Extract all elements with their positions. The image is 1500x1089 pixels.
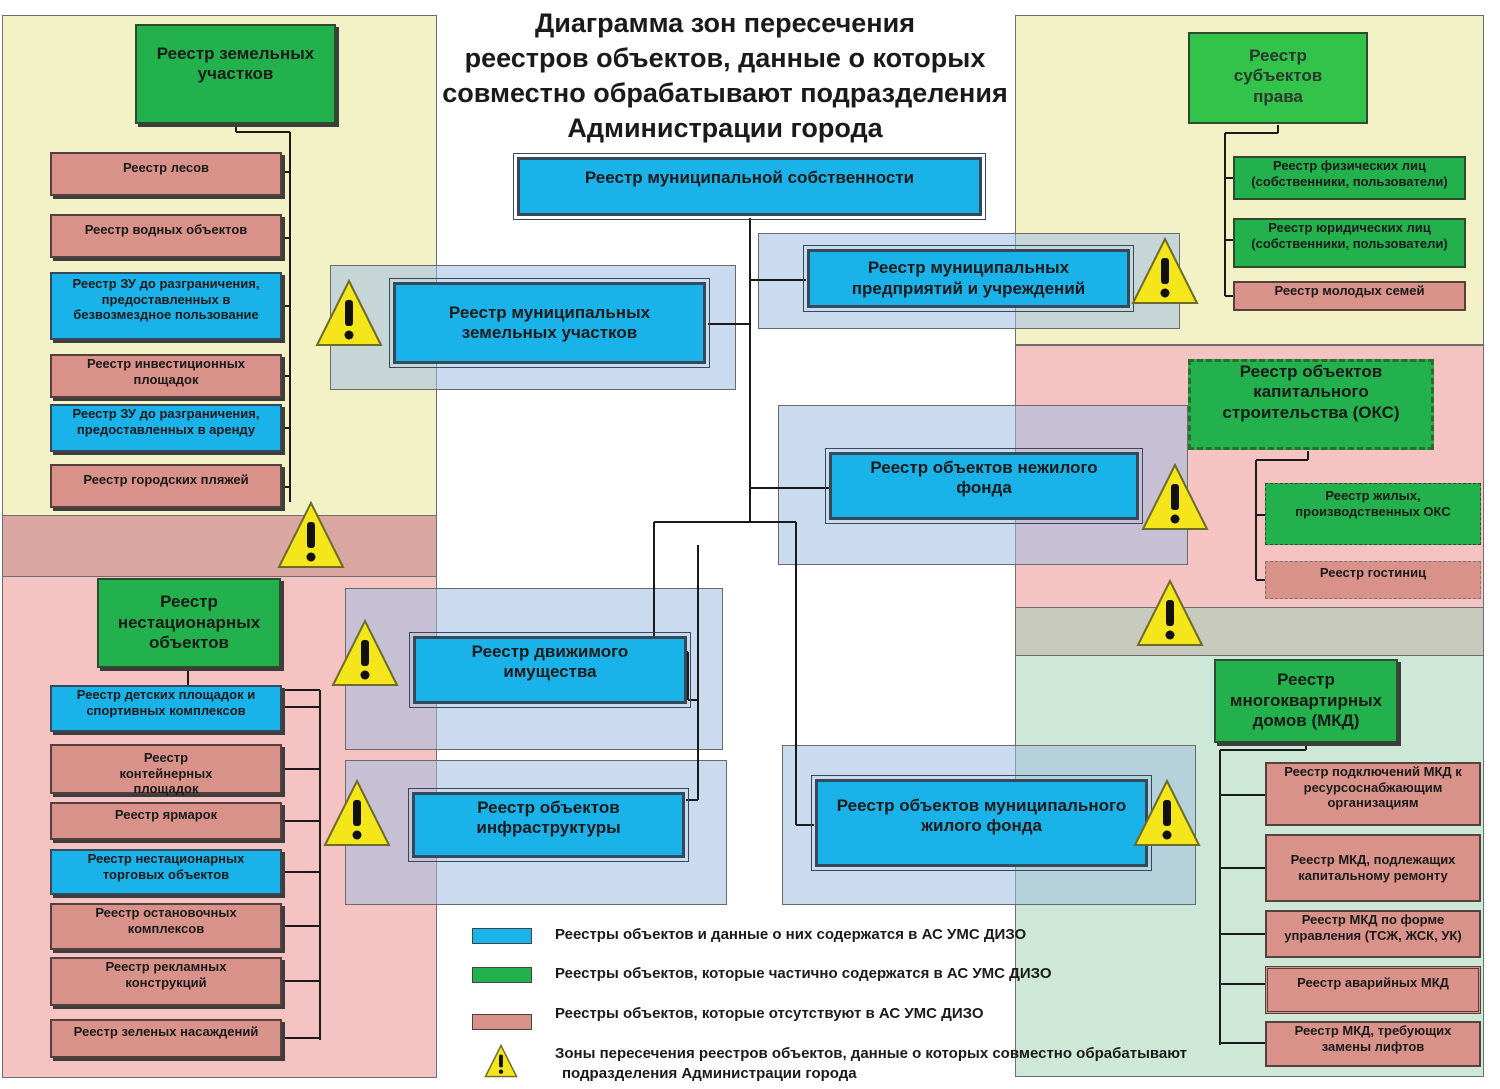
land-plots-item-1: Реестр водных объектов — [50, 214, 282, 258]
subjects-item-2: Реестр молодых семей — [1233, 281, 1466, 311]
municipal-property-box: Реестр муниципальной собственности — [513, 153, 986, 220]
land-plots-item-3: Реестр инвестиционных площадок — [50, 354, 282, 398]
subjects-item-1: Реестр юридических лиц (собственники, по… — [1233, 218, 1466, 268]
title-line-4: Администрации города — [567, 113, 883, 144]
nonstationary-item-5: Реестр рекламных конструкций — [50, 957, 282, 1006]
zone-overlap-left — [2, 515, 437, 578]
warning-icon — [331, 618, 399, 686]
warning-icon — [1136, 578, 1204, 646]
mkd-header: Реестр многоквартирных домов (МКД) — [1214, 659, 1398, 743]
land-plots-header: Реестр земельных участков — [135, 24, 336, 124]
land-plots-item-5: Реестр городских пляжей — [50, 464, 282, 508]
movable-property-box: Реестр движимого имущества — [409, 632, 691, 708]
zone-overlap-right — [1015, 607, 1484, 657]
infrastructure-box: Реестр объектов инфраструктуры — [408, 788, 689, 862]
nonstationary-header: Реестр нестационарных объектов — [97, 578, 281, 668]
warning-icon — [323, 778, 391, 846]
land-plots-item-2: Реестр ЗУ до разграничения, предоставлен… — [50, 272, 282, 340]
warning-icon — [1141, 462, 1209, 530]
diagram-title: Диаграмма зон пересечения реестров объек… — [400, 6, 1050, 146]
municipal-housing-box: Реестр объектов муниципального жилого фо… — [811, 775, 1152, 871]
legend-text-pink: Реестры объектов, которые отсутствуют в … — [555, 1005, 984, 1022]
subjects-header: Реестр субъектов права — [1188, 32, 1368, 124]
nonstationary-item-0: Реестр детских площадок и спортивных ком… — [50, 685, 282, 732]
title-line-3: совместно обрабатывают подразделения — [442, 78, 1008, 109]
warning-icon — [1131, 236, 1199, 304]
legend-swatch-green — [472, 967, 532, 983]
nonstationary-item-2: Реестр ярмарок — [50, 802, 282, 840]
oks-item-1: Реестр гостиниц — [1265, 561, 1481, 599]
municipal-enterprises-box: Реестр муниципальных предприятий и учреж… — [803, 245, 1134, 312]
legend-warning-icon — [484, 1044, 518, 1078]
legend-swatch-blue — [472, 928, 532, 944]
mkd-item-0: Реестр подключений МКД к ресурсоснабжающ… — [1265, 762, 1481, 826]
legend-text-blue: Реестры объектов и данные о них содержат… — [555, 926, 1027, 943]
land-plots-item-4: Реестр ЗУ до разграничения, предоставлен… — [50, 404, 282, 452]
mkd-item-4: Реестр МКД, требующих замены лифтов — [1265, 1021, 1481, 1067]
subjects-item-0: Реестр физических лиц (собственники, пол… — [1233, 156, 1466, 200]
legend-text-green: Реестры объектов, которые частично содер… — [555, 965, 1052, 982]
oks-item-0: Реестр жилых, производственных ОКС — [1265, 483, 1481, 545]
title-line-2: реестров объектов, данные о которых — [464, 43, 986, 74]
land-plots-item-0: Реестр лесов — [50, 152, 282, 196]
legend-text-warning-1: Зоны пересечения реестров объектов, данн… — [555, 1045, 1188, 1062]
warning-icon — [1133, 778, 1201, 846]
nonresidential-box: Реестр объектов нежилого фонда — [825, 448, 1143, 524]
warning-icon — [277, 500, 345, 568]
nonstationary-item-3: Реестр нестационарных торговых объектов — [50, 849, 282, 895]
mkd-item-2: Реестр МКД по форме управления (ТСЖ, ЖСК… — [1265, 910, 1481, 958]
mkd-item-3: Реестр аварийных МКД — [1265, 966, 1481, 1014]
legend-text-warning-2: подразделения Администрации города — [562, 1065, 857, 1082]
nonstationary-item-1: Реестр контейнерных площадок — [50, 744, 282, 796]
mkd-item-1: Реестр МКД, подлежащих капитальному ремо… — [1265, 834, 1481, 902]
legend-swatch-pink — [472, 1014, 532, 1030]
municipal-land-box: Реестр муниципальных земельных участков — [389, 278, 710, 368]
oks-header: Реестр объектов капитального строительст… — [1188, 359, 1434, 450]
nonstationary-item-6: Реестр зеленых насаждений — [50, 1019, 282, 1058]
warning-icon — [315, 278, 383, 346]
nonstationary-item-4: Реестр остановочных комплексов — [50, 903, 282, 950]
title-line-1: Диаграмма зон пересечения — [535, 8, 915, 38]
